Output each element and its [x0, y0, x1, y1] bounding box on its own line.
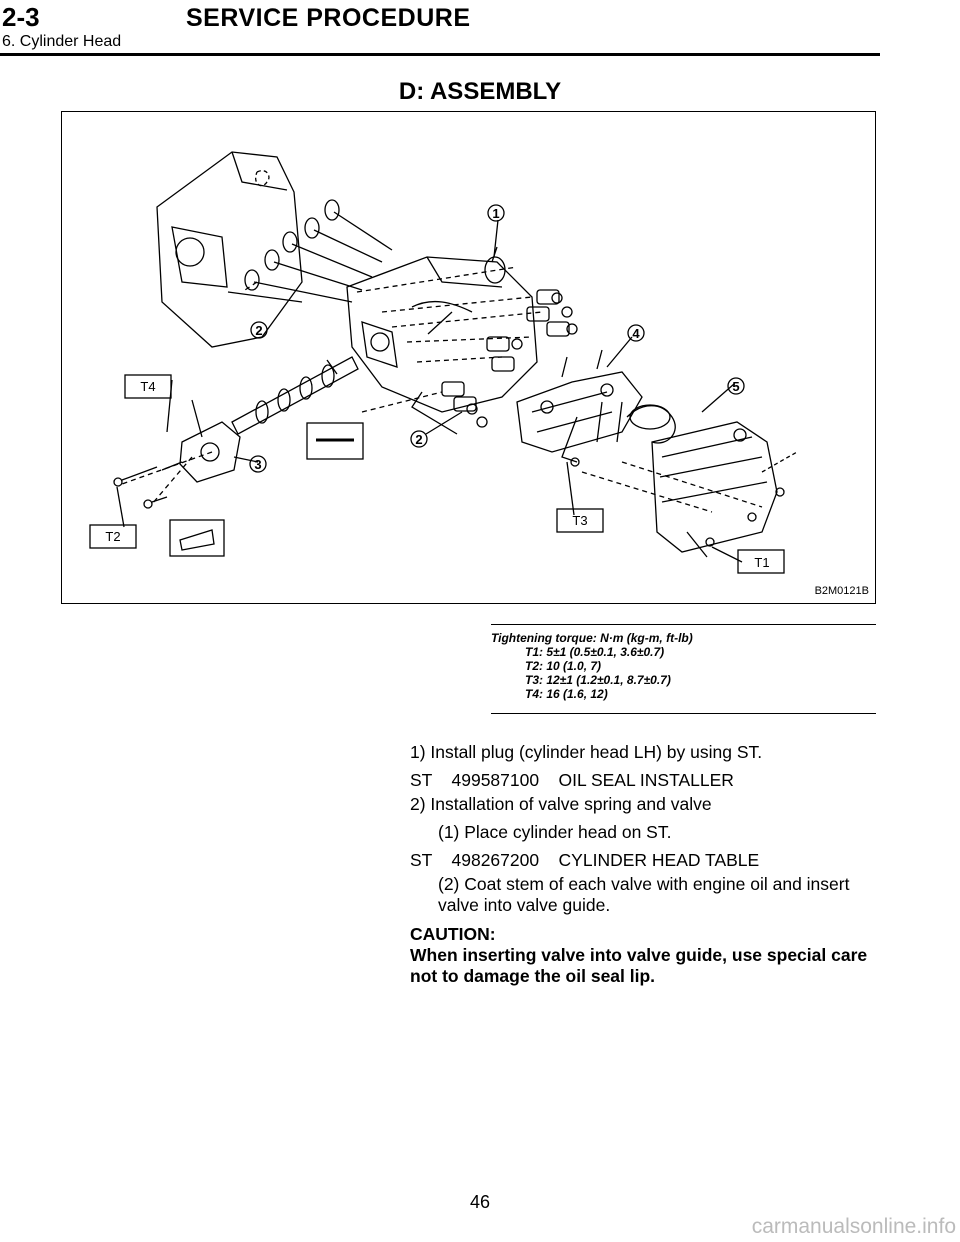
- callout-1: 1: [492, 206, 499, 221]
- header-title: SERVICE PROCEDURE: [186, 4, 471, 32]
- callout-2b: 2: [415, 432, 422, 447]
- torque-label-t1: T1: [754, 555, 769, 570]
- torque-t3: T3: 12±1 (1.2±0.1, 8.7±0.7): [525, 673, 671, 687]
- torque-heading: Tightening torque: N·m (kg-m, ft-lb): [491, 631, 693, 645]
- header-rule: [0, 53, 880, 56]
- header-subtitle: 6. Cylinder Head: [2, 33, 122, 50]
- torque-label-t2: T2: [105, 529, 120, 544]
- page-number: 46: [469, 1192, 491, 1212]
- torque-label-t4: T4: [140, 379, 155, 394]
- torque-spec-box: Tightening torque: N·m (kg-m, ft-lb) T1:…: [491, 624, 876, 714]
- step-2-2: (2) Coat stem of each valve with engine …: [438, 874, 850, 915]
- caution-heading: CAUTION:: [410, 924, 496, 944]
- special-tool-2: ST 498267200 CYLINDER HEAD TABLE: [410, 850, 760, 870]
- torque-label-t3: T3: [572, 513, 587, 528]
- torque-t2: T2: 10 (1.0, 7): [525, 659, 602, 673]
- step-2: 2) Installation of valve spring and valv…: [410, 794, 712, 814]
- watermark: carmanualsonline.info: [751, 1215, 956, 1238]
- step-2-1: (1) Place cylinder head on ST.: [438, 822, 672, 842]
- callout-5: 5: [732, 379, 739, 394]
- section-title: D: ASSEMBLY: [398, 78, 562, 105]
- callout-4: 4: [632, 326, 640, 341]
- exploded-view-drawing: 1 2 2 3 4 5 T1 T2 T3 T4: [89, 151, 798, 574]
- torque-t4: T4: 16 (1.6, 12): [525, 687, 608, 701]
- figure-id: B2M0121B: [814, 585, 869, 597]
- step-1: 1) Install plug (cylinder head LH) by us…: [410, 742, 763, 762]
- callout-2a: 2: [255, 323, 262, 338]
- callout-3: 3: [254, 457, 261, 472]
- special-tool-1: ST 499587100 OIL SEAL INSTALLER: [410, 770, 734, 790]
- torque-t1: T1: 5±1 (0.5±0.1, 3.6±0.7): [525, 645, 665, 659]
- caution-text: When inserting valve into valve guide, u…: [410, 945, 868, 986]
- section-number: 2-3: [2, 2, 40, 32]
- assembly-diagram: 1 2 2 3 4 5 T1 T2 T3 T4 B2M0121B: [61, 111, 876, 604]
- procedure-text: 1) Install plug (cylinder head LH) by us…: [410, 742, 880, 987]
